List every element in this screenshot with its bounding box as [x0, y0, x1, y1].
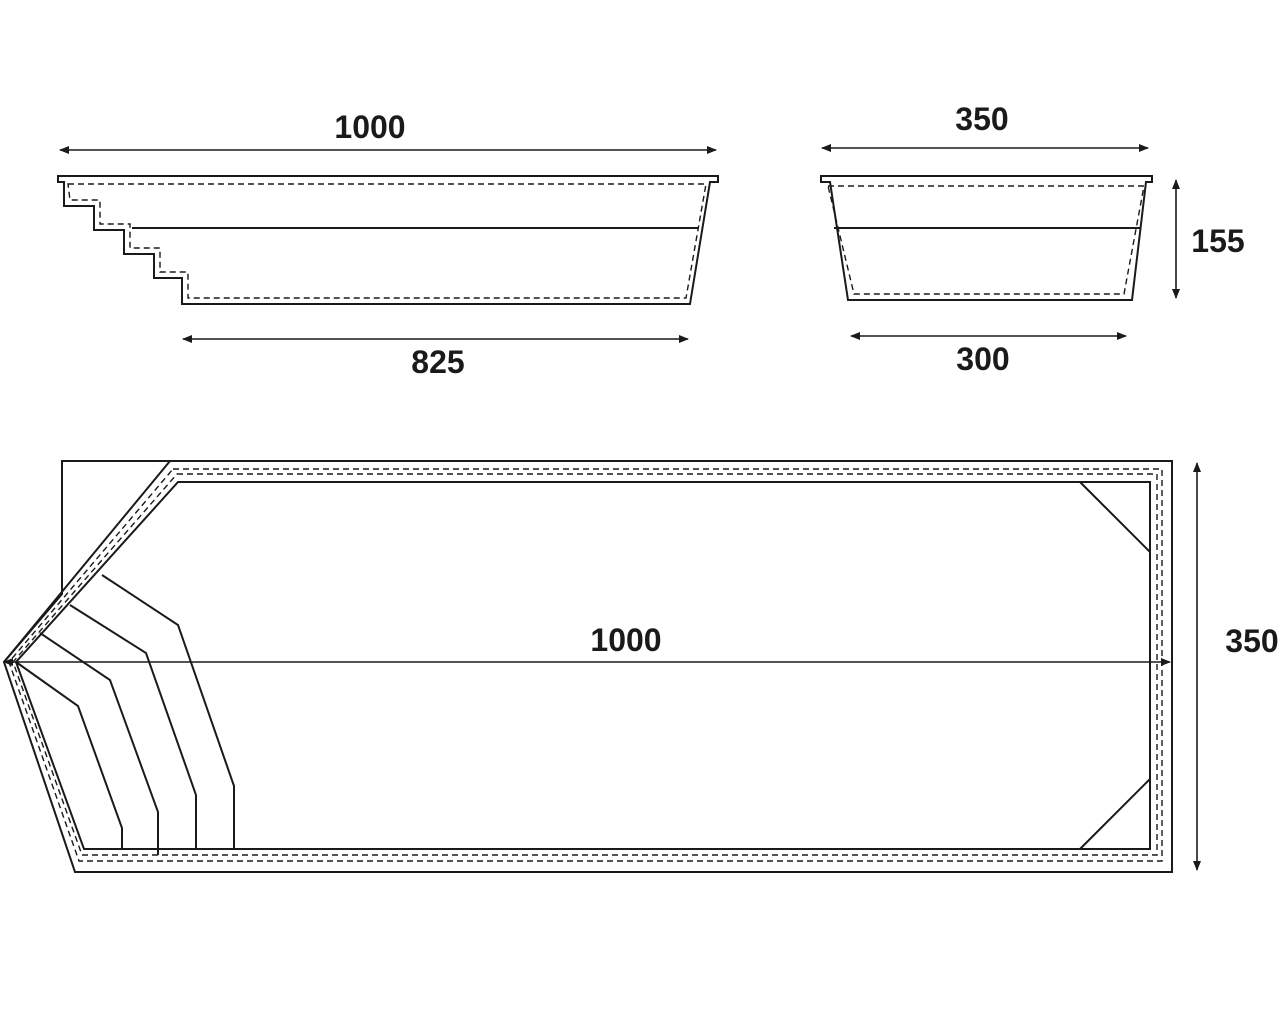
- side-view: 1000 825: [57, 109, 719, 380]
- plan-inner-outline: [14, 481, 1151, 850]
- plan-step-3: [101, 574, 235, 849]
- plan-dashed-liner-inner: [12, 473, 1158, 856]
- plan-width-dimension-label: 350: [1225, 623, 1278, 659]
- plan-corner-fill-line: [3, 460, 171, 663]
- side-view-dashed-liner: [67, 183, 707, 299]
- side-top-dimension-label: 1000: [334, 109, 405, 145]
- end-bottom-dimension-label: 300: [956, 341, 1009, 377]
- plan-corner-seat-top: [1079, 481, 1151, 553]
- plan-view: 1000 350: [2, 460, 1279, 873]
- end-view: 350 300 155: [820, 101, 1245, 377]
- plan-step-2: [69, 604, 197, 849]
- end-depth-dimension-label: 155: [1191, 223, 1244, 259]
- plan-dashed-liner: [8, 468, 1163, 862]
- end-view-dashed-liner: [827, 185, 1145, 295]
- end-view-outline: [820, 175, 1153, 301]
- side-bottom-dimension-label: 825: [411, 344, 464, 380]
- plan-step-1-lower: [15, 661, 123, 849]
- plan-outer-outline: [2, 460, 1173, 873]
- plan-step-1: [39, 632, 159, 849]
- plan-corner-seat-bottom: [1079, 778, 1151, 850]
- plan-length-dimension-label: 1000: [590, 622, 661, 658]
- end-top-dimension-label: 350: [955, 101, 1008, 137]
- side-view-outline: [57, 175, 719, 305]
